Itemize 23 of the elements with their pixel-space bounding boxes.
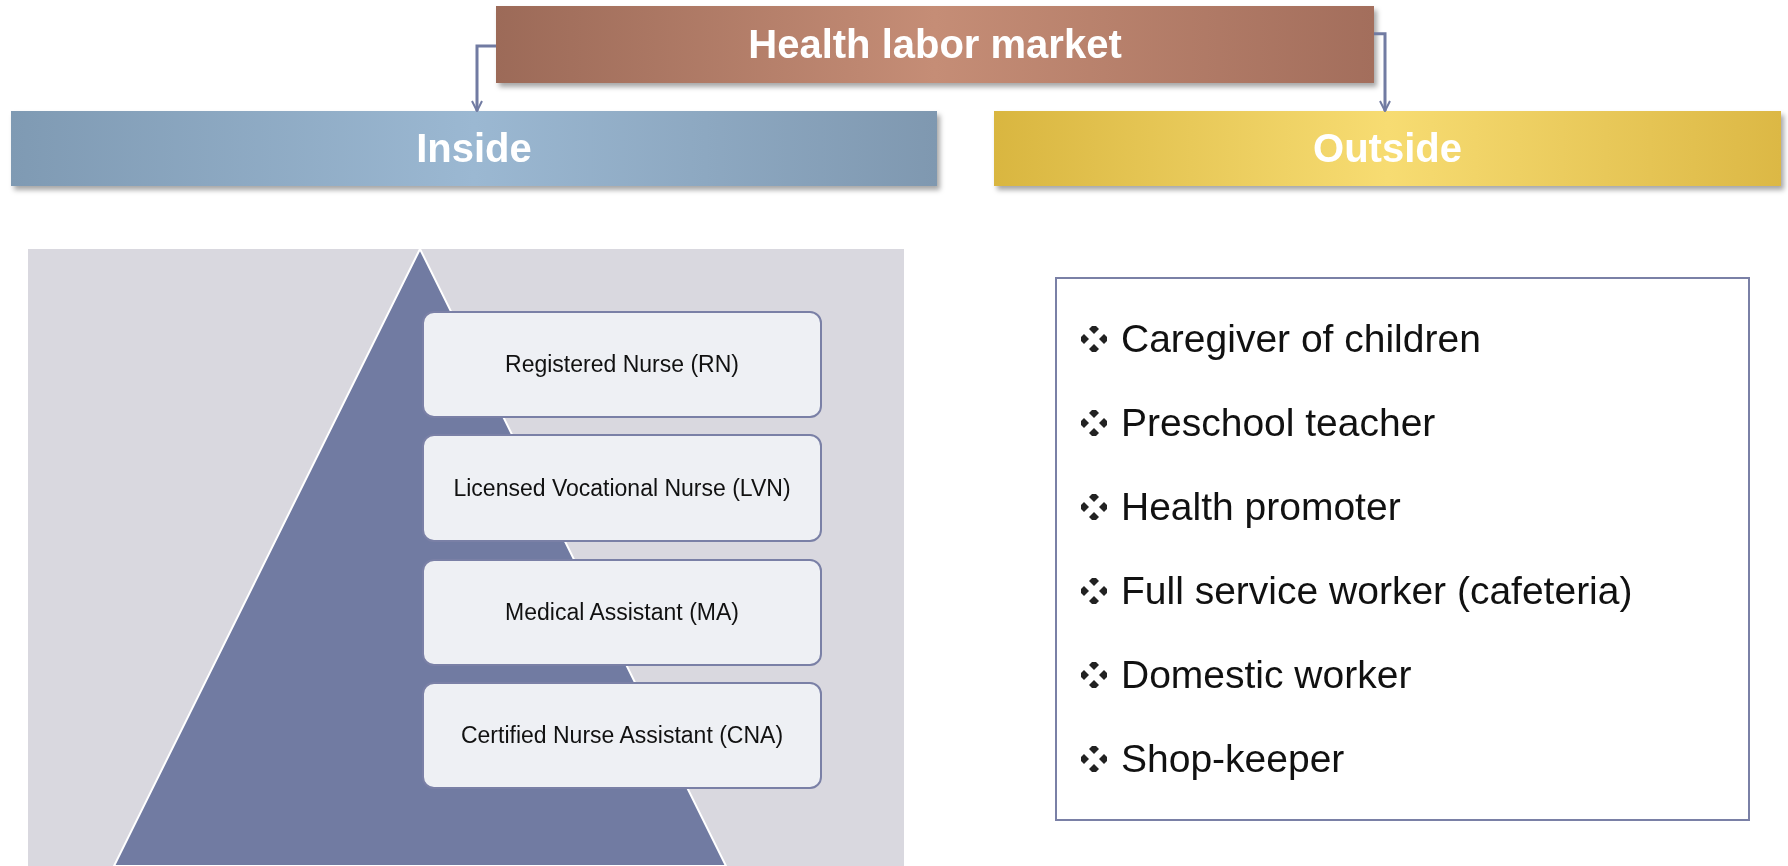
level-text: Medical Assistant (MA): [505, 599, 739, 626]
list-item-text: Full service worker (cafeteria): [1121, 569, 1633, 613]
connector-arrow: [471, 44, 496, 112]
level-box: [422, 559, 822, 666]
list-item-text: Health promoter: [1121, 485, 1401, 529]
list-item-text: Preschool teacher: [1121, 401, 1436, 445]
level-box: [422, 434, 822, 542]
list-box: [1055, 277, 1750, 821]
connector-arrow: [1374, 32, 1391, 112]
title-banner: [496, 6, 1374, 83]
heading-text: Outside: [1313, 126, 1462, 171]
heading-text: Health labor market: [748, 22, 1122, 67]
level-box: [422, 682, 822, 789]
level-text: Certified Nurse Assistant (CNA): [460, 722, 784, 749]
category-banner: [11, 111, 937, 186]
list-item-text: Shop-keeper: [1121, 737, 1345, 781]
category-banner: [994, 111, 1781, 186]
level-text: Licensed Vocational Nurse (LVN): [453, 474, 791, 502]
list-item-text: Caregiver of children: [1121, 317, 1481, 361]
heading-text: Inside: [416, 126, 532, 171]
list-item-text: Domestic worker: [1121, 653, 1412, 697]
level-box: [422, 311, 822, 418]
level-text: Registered Nurse (RN): [505, 351, 739, 378]
